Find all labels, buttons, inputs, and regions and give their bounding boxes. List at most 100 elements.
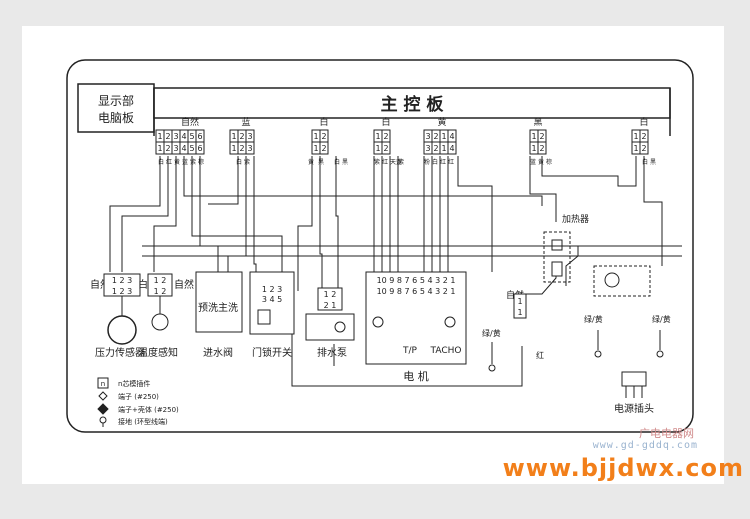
thermistor-icon — [151, 313, 169, 331]
wire-color-label: 白 — [432, 158, 438, 166]
ground-terminal-icon — [488, 364, 496, 372]
connector-pin-number: 4 — [449, 144, 454, 153]
main-control-board: 主 控 板 — [153, 87, 671, 136]
svg-text:3 4 5: 3 4 5 — [262, 295, 282, 304]
conn-color-2: 蓝 — [241, 116, 250, 128]
connector-pin-number: 5 — [189, 144, 194, 153]
pressure-sensor: 自然 1 2 3 1 2 3 压力传感器 — [90, 273, 145, 359]
connector-pin-number: 2 — [321, 132, 326, 141]
connector-pin-number: 1 — [633, 132, 638, 141]
motor-rotor-icon — [372, 316, 384, 328]
wire-color-label: 蓝 — [182, 158, 188, 166]
temp-conn-label: 白 — [138, 278, 148, 291]
inlet-pre-label: 预洗 — [198, 302, 218, 314]
plug-ground-label: 绿/黄 — [584, 314, 603, 324]
wire-color-label: 蓝 — [530, 158, 536, 166]
display-board-line2: 电脑板 — [98, 111, 134, 125]
connector-pin-number: 2 — [239, 132, 244, 141]
connector-pin-number: 5 — [189, 132, 194, 141]
connector-pin — [381, 141, 391, 155]
motor: 10 9 8 7 6 5 4 3 2 1 10 9 8 7 6 5 4 3 2 … — [365, 271, 467, 383]
legend: n n芯模插件 端子 (#250) 端子+壳体 (#250) 接地 (环型线端) — [97, 377, 179, 427]
connector-pin-number: 2 — [165, 144, 170, 153]
wire-color-label: 红 — [166, 158, 172, 166]
legend-text-3: 端子+壳体 (#250) — [118, 405, 179, 414]
power-plug: 绿/黄 绿/黄 电源插头 — [584, 314, 671, 415]
legend-text-4: 接地 (环型线端) — [118, 417, 168, 426]
connector-pin — [447, 141, 457, 155]
connector-pin-number: 3 — [247, 132, 252, 141]
legend-terminal-shell-icon — [97, 403, 109, 415]
svg-text:1: 1 — [517, 297, 522, 306]
wire-color-label: 粉 — [424, 158, 430, 166]
connector-pin-number: 4 — [181, 144, 186, 153]
legend-text-1: n芯模插件 — [118, 379, 150, 388]
svg-text:1 2: 1 2 — [324, 290, 337, 299]
tacho-icon — [444, 316, 456, 328]
diagram-frame — [66, 59, 694, 433]
connector-pin-number: 1 — [157, 144, 162, 153]
wire-color-label: 黑 — [318, 159, 324, 166]
heater: 加热器 — [543, 213, 589, 283]
connector-pin — [245, 141, 255, 155]
conn-color-3: 白 — [319, 116, 328, 128]
connector-pin-number: 4 — [181, 132, 186, 141]
plug-ground-label-2: 绿/黄 — [652, 314, 671, 324]
legend-ground-icon — [99, 416, 107, 424]
connector-pin-number: 3 — [425, 132, 430, 141]
conn-color-7: 白 — [639, 116, 648, 128]
connector-pin-number: 2 — [321, 144, 326, 153]
svg-text:1 2 3: 1 2 3 — [112, 276, 132, 285]
ground-wire-label-motor: 绿/黄 — [482, 328, 501, 338]
connector-pin-number: 2 — [641, 132, 646, 141]
connector-pin-number: 1 — [231, 144, 236, 153]
heater-label: 加热器 — [562, 213, 589, 225]
wire-color-label: 白 — [642, 158, 648, 166]
connector-pin-number: 1 — [633, 144, 638, 153]
wire-color-label: 黑 — [342, 159, 348, 166]
wire-color-label: 紫 — [190, 158, 196, 166]
legend-terminal-icon — [98, 391, 108, 401]
svg-text:1 2: 1 2 — [154, 276, 167, 285]
connector-pin-number: 1 — [375, 144, 380, 153]
connector-pin-number: 2 — [165, 132, 170, 141]
drain-pump-label: 排水泵 — [317, 346, 347, 359]
connector-pin-number: 2 — [641, 144, 646, 153]
wire-color-label: 棕 — [198, 158, 204, 166]
connector-pin-number: 3 — [425, 144, 430, 153]
connector-pin-number: 3 — [173, 132, 178, 141]
pressure-sensor-icon — [107, 315, 137, 345]
wire-color-label: 天蓝 — [390, 158, 402, 166]
svg-text:1 2: 1 2 — [154, 287, 167, 296]
connector-pin-number: 1 — [375, 132, 380, 141]
conn-color-1: 自然 — [181, 116, 199, 128]
conn-color-6: 黑 — [533, 117, 542, 128]
legend-text-2: 端子 (#250) — [118, 392, 159, 401]
inlet-valve: 自然 预洗 主洗 进水阀 — [174, 271, 243, 359]
connector-pin-number: 6 — [197, 144, 202, 153]
connector-pin-number: 1 — [313, 132, 318, 141]
svg-text:1: 1 — [517, 308, 522, 317]
connector-pin — [639, 141, 649, 155]
wire-color-label: 棕 — [546, 158, 552, 166]
motor-tp-label: T/P — [402, 346, 418, 356]
conn-color-5: 黄 — [437, 116, 446, 128]
wire-color-label: 黑 — [650, 159, 656, 166]
wire-color-label: 黄 — [538, 158, 544, 166]
connector-pin-number: 1 — [531, 132, 536, 141]
connector-pin-number: 4 — [449, 132, 454, 141]
filter-icon — [604, 272, 620, 288]
svg-text:2 1: 2 1 — [324, 301, 337, 310]
watermark-url-small: www.gd-gddq.com — [592, 440, 698, 451]
power-plug-label: 电源插头 — [614, 402, 654, 415]
connector-pin-number: 2 — [239, 144, 244, 153]
drain-pump: 1 2 2 1 排水泵 — [305, 287, 355, 359]
wire-color-label: 紫 — [374, 158, 380, 166]
connector-pin-number: 1 — [157, 132, 162, 141]
inlet-main-label: 主洗 — [218, 302, 238, 314]
temp-sensor: 白 1 2 1 2 温度感知 — [138, 273, 178, 359]
motor-label: 电 机 — [403, 369, 429, 383]
pressure-sensor-label: 压力传感器 — [95, 346, 145, 359]
wire-color-label: 紫 — [398, 158, 404, 166]
